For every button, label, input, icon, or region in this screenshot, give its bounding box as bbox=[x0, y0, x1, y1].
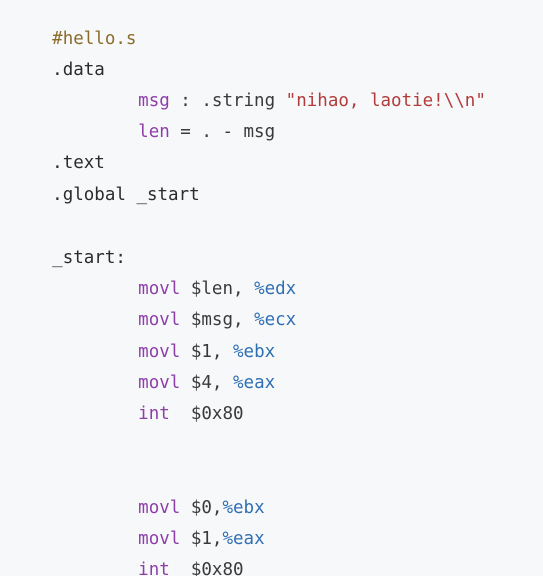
code-line-instr-7: movl $1,%eax bbox=[96, 506, 264, 549]
comment-token: #hello.s bbox=[52, 29, 137, 49]
opcode: movl bbox=[138, 529, 181, 549]
register: %eax bbox=[233, 373, 276, 393]
code-line-len: len = . - msg bbox=[96, 99, 275, 142]
operand: $0x80 bbox=[169, 560, 244, 576]
code-line-data-directive: .data bbox=[10, 37, 105, 80]
text-directive: .text bbox=[52, 153, 105, 173]
code-line-instr-5: int $0x80 bbox=[96, 381, 243, 424]
code-line-instr-6: movl $0,%ebx bbox=[96, 475, 264, 518]
data-directive: .data bbox=[52, 60, 105, 80]
start-label: _start: bbox=[52, 248, 126, 268]
register: %edx bbox=[254, 279, 297, 299]
code-line-instr-1: movl $len, %edx bbox=[96, 256, 296, 299]
operand: $4, bbox=[180, 373, 233, 393]
code-line-text-directive: .text bbox=[10, 130, 105, 173]
opcode: int bbox=[138, 560, 170, 576]
msg-identifier: msg bbox=[138, 91, 170, 111]
msg-separator: : bbox=[169, 91, 202, 111]
code-line-start-label: _start: bbox=[10, 225, 126, 268]
operand: $1, bbox=[180, 342, 233, 362]
operand: $1, bbox=[180, 529, 223, 549]
code-line-instr-2: movl $msg, %ecx bbox=[96, 287, 296, 330]
code-line-msg: msg : .string "nihao, laotie!\\n" bbox=[96, 68, 486, 111]
opcode: int bbox=[138, 404, 170, 424]
string-literal: "nihao, laotie!\\n" bbox=[275, 91, 486, 111]
code-line-comment: #hello.s bbox=[10, 6, 136, 49]
register: %ebx bbox=[222, 498, 265, 518]
code-line-global: .global _start bbox=[10, 162, 200, 205]
operand: $len, bbox=[180, 279, 255, 299]
opcode: movl bbox=[138, 373, 181, 393]
operand: $0x80 bbox=[169, 404, 244, 424]
code-line-instr-8: int $0x80 bbox=[96, 537, 243, 576]
register: %eax bbox=[222, 529, 265, 549]
opcode: movl bbox=[138, 310, 181, 330]
opcode: movl bbox=[138, 498, 181, 518]
len-expression: = . - msg bbox=[169, 122, 276, 142]
register: %ebx bbox=[233, 342, 276, 362]
register: %ecx bbox=[254, 310, 297, 330]
len-identifier: len bbox=[138, 122, 170, 142]
operand: $0, bbox=[180, 498, 223, 518]
opcode: movl bbox=[138, 342, 181, 362]
code-line-instr-3: movl $1, %ebx bbox=[96, 319, 275, 362]
operand: $msg, bbox=[180, 310, 255, 330]
global-directive: .global _start bbox=[52, 185, 200, 205]
string-directive: .string bbox=[201, 91, 276, 111]
code-line-instr-4: movl $4, %eax bbox=[96, 350, 275, 393]
opcode: movl bbox=[138, 279, 181, 299]
